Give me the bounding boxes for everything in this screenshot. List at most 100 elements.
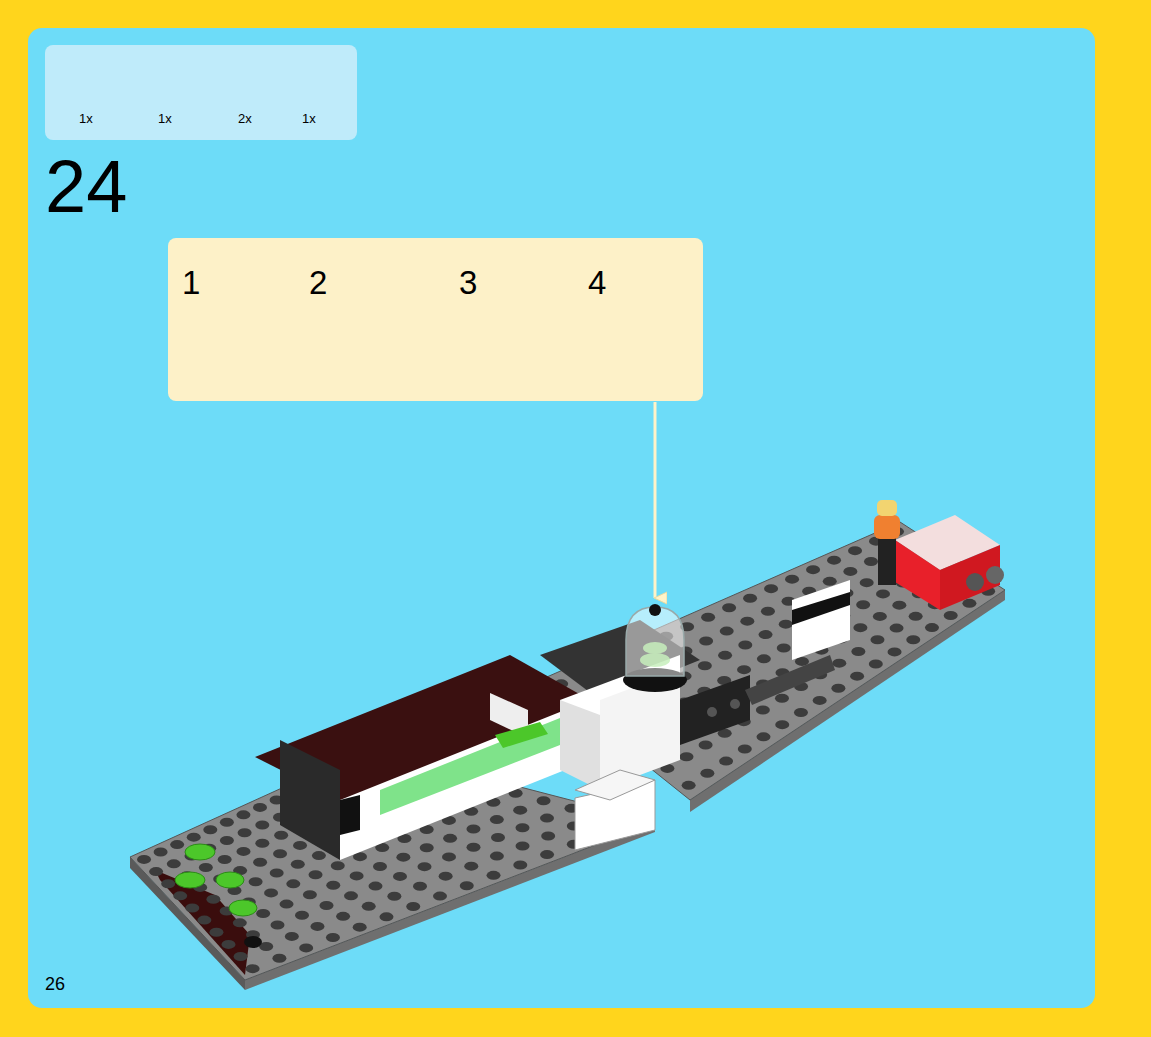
- stud: [173, 891, 187, 900]
- stud: [253, 858, 267, 867]
- substep-panel: 1234: [168, 238, 703, 401]
- stud: [326, 881, 340, 890]
- stud: [246, 964, 260, 973]
- stud: [331, 861, 345, 870]
- stud: [270, 869, 284, 878]
- stud: [222, 940, 236, 949]
- stud: [513, 806, 527, 815]
- stud: [743, 594, 757, 603]
- page-number: 26: [45, 975, 65, 993]
- stud: [236, 810, 250, 819]
- stud: [464, 862, 478, 871]
- stud: [851, 647, 865, 656]
- stud: [167, 859, 181, 868]
- stud: [757, 654, 771, 663]
- stud: [466, 824, 480, 833]
- stud: [832, 659, 846, 668]
- stud: [700, 769, 714, 778]
- stud: [719, 757, 733, 766]
- stud: [720, 627, 734, 636]
- stud: [775, 720, 789, 729]
- stud: [256, 909, 270, 918]
- stud: [785, 575, 799, 584]
- stud: [309, 870, 323, 879]
- stud: [722, 603, 736, 612]
- stud: [203, 825, 217, 834]
- stud: [233, 918, 247, 927]
- stud: [490, 815, 504, 824]
- stud: [396, 853, 410, 862]
- stud: [161, 879, 175, 888]
- stud: [806, 565, 820, 574]
- stud: [373, 862, 387, 871]
- stud: [718, 651, 732, 660]
- stud: [761, 607, 775, 616]
- stud: [831, 684, 845, 693]
- stud: [369, 882, 383, 891]
- stud: [516, 823, 530, 832]
- substep-number: 2: [309, 264, 327, 302]
- stud: [870, 635, 884, 644]
- stud: [516, 842, 530, 851]
- stud: [379, 912, 393, 921]
- stud: [420, 843, 434, 852]
- stud: [255, 839, 269, 848]
- stud: [460, 881, 474, 890]
- stud: [540, 814, 554, 823]
- parts-list-panel: 1x1x2x1x: [45, 45, 357, 140]
- stud: [856, 600, 870, 609]
- stud: [540, 850, 554, 859]
- stud: [467, 843, 481, 852]
- stud: [757, 732, 771, 741]
- part-quantity: 2x: [238, 111, 252, 126]
- stud: [860, 578, 874, 587]
- stud: [892, 601, 906, 610]
- stud: [255, 821, 269, 830]
- stud: [295, 911, 309, 920]
- stud: [827, 556, 841, 565]
- stud: [909, 612, 923, 621]
- stud: [249, 877, 263, 886]
- stud: [220, 836, 234, 845]
- stud: [272, 954, 286, 963]
- substep-number: 1: [182, 264, 200, 302]
- stud: [353, 923, 367, 932]
- stud: [537, 796, 551, 805]
- stud: [209, 928, 223, 937]
- stud: [906, 635, 920, 644]
- stud: [312, 851, 326, 860]
- stud: [273, 849, 287, 858]
- model-structures: [175, 500, 1004, 948]
- stud: [439, 872, 453, 881]
- stud: [823, 577, 837, 586]
- stud: [680, 752, 694, 761]
- stud: [738, 744, 752, 753]
- stud: [274, 831, 288, 840]
- stud: [393, 872, 407, 881]
- stud: [149, 867, 163, 876]
- stud: [873, 612, 887, 621]
- stud: [779, 620, 793, 629]
- stud: [285, 932, 299, 941]
- part-quantity: 1x: [79, 111, 93, 126]
- stud: [220, 818, 234, 827]
- stud: [344, 891, 358, 900]
- stud: [490, 852, 504, 861]
- stud: [185, 903, 199, 912]
- stud: [738, 640, 752, 649]
- stud: [699, 637, 713, 646]
- stud: [775, 694, 789, 703]
- stud: [206, 895, 220, 904]
- stud: [843, 567, 857, 576]
- stud: [234, 952, 248, 961]
- stud: [137, 855, 151, 864]
- part-quantity: 1x: [302, 111, 316, 126]
- baseplates: [130, 522, 1005, 990]
- stud: [280, 900, 294, 909]
- stud: [740, 617, 754, 626]
- stud: [253, 803, 267, 812]
- stud: [286, 879, 300, 888]
- stud: [350, 871, 364, 880]
- stud: [853, 623, 867, 632]
- stud: [848, 546, 862, 555]
